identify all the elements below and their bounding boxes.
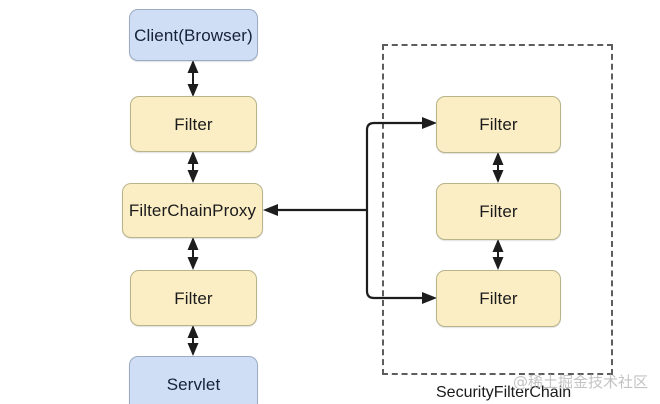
- security-filter-chain-boundary: [382, 44, 613, 375]
- node-security-filter-1[interactable]: Filter: [436, 96, 561, 153]
- node-servlet[interactable]: Servlet: [129, 356, 258, 404]
- connector-proxy-to-chain: [263, 117, 437, 304]
- security-filter-chain-caption: SecurityFilterChain: [436, 384, 572, 401]
- node-label-security-filter-1: Filter: [479, 115, 518, 134]
- node-label-security-filter-3: Filter: [479, 289, 518, 308]
- node-filter-chain-proxy[interactable]: FilterChainProxy: [122, 183, 263, 238]
- connector-sec-filter-2-to-3: [492, 239, 504, 270]
- connector-client-to-filter-top: [187, 60, 199, 97]
- node-label-filter-bottom: Filter: [174, 288, 213, 308]
- node-security-filter-2[interactable]: Filter: [436, 183, 561, 240]
- node-label-filter-top: Filter: [174, 114, 213, 134]
- node-filter-bottom[interactable]: Filter: [130, 270, 257, 326]
- node-client-browser[interactable]: Client(Browser): [129, 9, 258, 61]
- watermark-text: @稀土掘金技术社区: [513, 373, 649, 391]
- connector-sec-filter-1-to-2: [492, 152, 504, 183]
- connector-filter-bottom-to-servlet: [187, 325, 199, 356]
- node-filter-top[interactable]: Filter: [130, 96, 257, 152]
- node-label-client-browser: Client(Browser): [134, 25, 253, 45]
- node-label-servlet: Servlet: [166, 374, 221, 394]
- node-label-security-filter-2: Filter: [479, 202, 518, 221]
- connector-filter-top-to-proxy: [187, 151, 199, 183]
- node-security-filter-3[interactable]: Filter: [436, 270, 561, 327]
- connector-proxy-to-filter-bottom: [187, 237, 199, 270]
- node-label-filter-chain-proxy: FilterChainProxy: [128, 201, 257, 220]
